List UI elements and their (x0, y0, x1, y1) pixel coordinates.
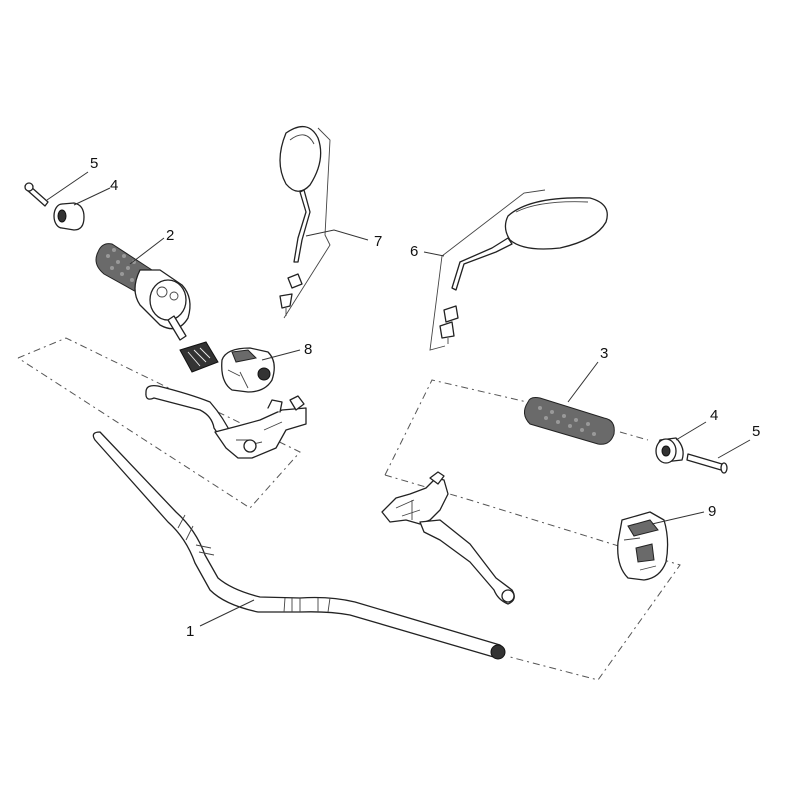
callout-9: 9 (708, 503, 716, 520)
bar-end-weight-left[interactable] (53, 202, 85, 231)
leader-lines (46, 171, 751, 627)
mirror-left[interactable] (279, 126, 322, 316)
left-switch-housing[interactable] (221, 347, 275, 393)
callout-6: 6 (410, 243, 418, 260)
mirror-left-outline (283, 127, 331, 319)
clutch-lever-assembly[interactable] (145, 384, 307, 459)
callout-4-left: 4 (110, 177, 118, 194)
right-switch-housing[interactable] (617, 511, 669, 581)
callout-3: 3 (600, 345, 608, 362)
brake-lever-assembly[interactable] (381, 471, 515, 605)
throttle-connector[interactable] (179, 341, 219, 373)
callout-7: 7 (374, 233, 382, 250)
handlebar[interactable] (92, 431, 506, 660)
callout-5-right: 5 (752, 423, 760, 440)
callout-labels: 1 2 3 4 4 5 5 6 7 8 9 (90, 155, 760, 640)
right-assembly-outline (384, 379, 681, 681)
callout-5-left: 5 (90, 155, 98, 172)
grip-right[interactable] (524, 397, 615, 445)
callout-4-right: 4 (710, 407, 718, 424)
throttle-grip[interactable] (95, 243, 191, 341)
bar-end-bolt-left[interactable] (24, 182, 49, 207)
callout-1: 1 (186, 623, 194, 640)
callout-8: 8 (304, 341, 312, 358)
mirror-right[interactable] (439, 197, 608, 344)
left-assembly-outline (17, 337, 301, 509)
callout-2: 2 (166, 227, 174, 244)
bar-end-weight-right[interactable] (655, 437, 684, 464)
bar-end-bolt-right[interactable] (686, 453, 728, 474)
